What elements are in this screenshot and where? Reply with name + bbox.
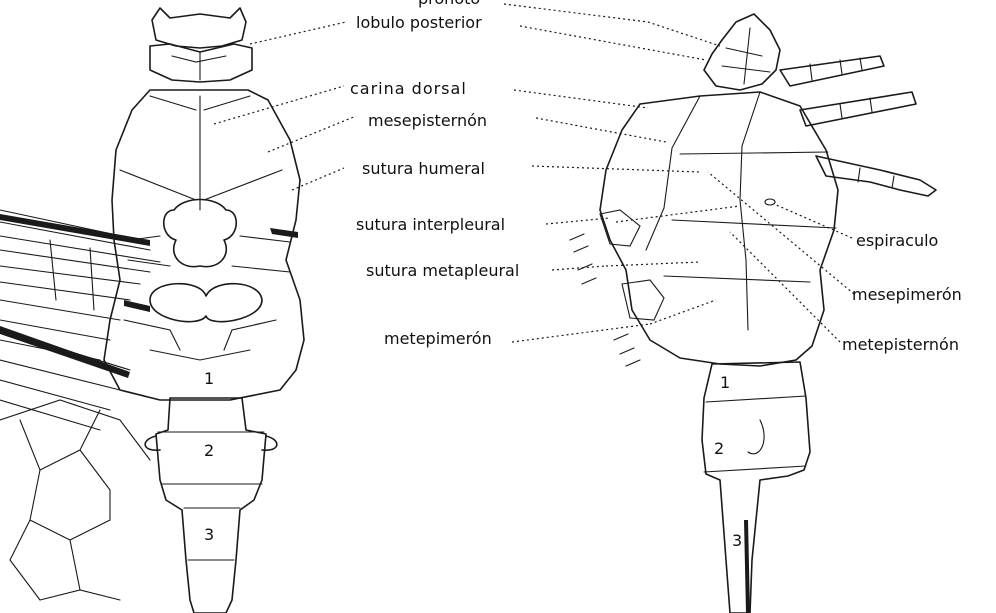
label-metepisternon: metepisternón [842,335,959,354]
dorsal-segment-1: 1 [204,369,214,388]
dorsal-view: 1 2 3 [0,8,304,613]
dorsal-synthorax [104,90,304,400]
lateral-view: 1 2 3 [570,14,936,613]
dorsal-lobulo-posterior [150,44,252,82]
labels: pronoto lobulo posterior carina dorsal m… [350,0,962,354]
lateral-segment-3: 3 [732,531,742,550]
label-pronoto: pronoto [418,0,480,8]
label-metepimeron: metepimerón [384,329,492,348]
lateral-synthorax [600,92,838,366]
dorsal-segment-2: 2 [204,441,214,460]
label-mesepimeron: mesepimerón [852,285,962,304]
label-sutura-humeral: sutura humeral [362,159,485,178]
label-sutura-interpleural: sutura interpleural [356,215,505,234]
label-espiraculo: espiraculo [856,231,938,250]
dorsal-segment-3: 3 [204,525,214,544]
dorsal-head [152,8,246,48]
lateral-segment-1: 1 [720,373,730,392]
lateral-segment-2: 2 [714,439,724,458]
lateral-leg-front [780,56,884,86]
dorsal-abdomen [156,398,266,613]
lateral-abdomen [702,362,810,613]
label-carina-dorsal: carina dorsal [350,79,467,98]
label-lobulo-posterior: lobulo posterior [356,13,482,32]
lateral-leg-mid [800,92,916,126]
label-mesepisternon: mesepisternón [368,111,487,130]
wing-venation [0,210,160,600]
label-sutura-metapleural: sutura metapleural [366,261,519,280]
